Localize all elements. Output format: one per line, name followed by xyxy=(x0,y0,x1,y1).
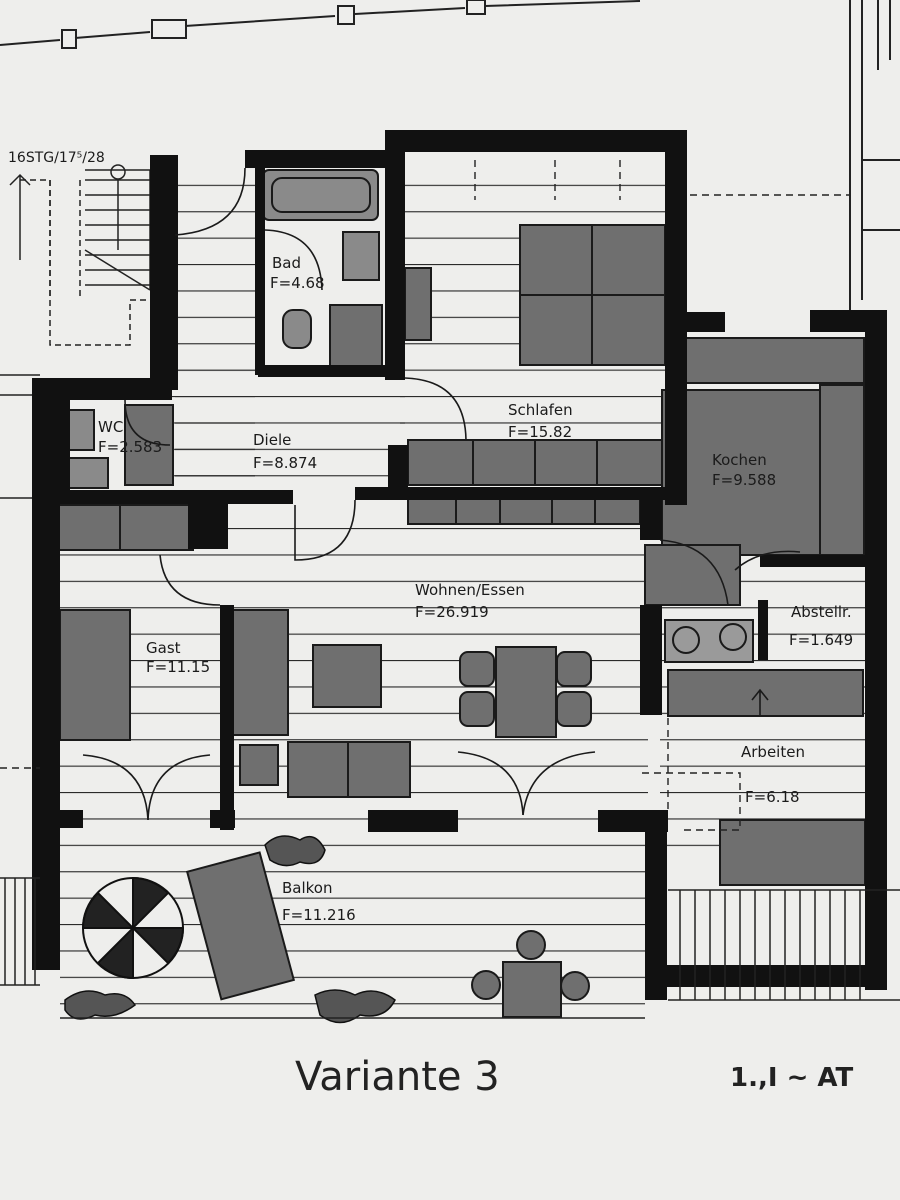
room-area-wc: F=2.583 xyxy=(98,438,162,456)
staircase xyxy=(0,164,170,499)
room-name-wohnen: Wohnen/Essen xyxy=(415,581,525,599)
plants xyxy=(64,835,396,1024)
room-area-wohnen: F=26.919 xyxy=(415,603,489,621)
furniture xyxy=(54,169,866,1018)
room-name-arbeiten: Arbeiten xyxy=(741,743,805,761)
room-name-gast: Gast xyxy=(146,639,181,657)
corner-text: 1.,I ~ AT xyxy=(730,1063,854,1093)
dashed-lines xyxy=(0,160,850,831)
wc-toilet xyxy=(65,409,95,451)
room-area-arbeiten: F=6.18 xyxy=(745,788,800,806)
wardrobe xyxy=(407,439,667,486)
room-name-diele: Diele xyxy=(253,431,291,449)
room-area-abstell: F=1.649 xyxy=(789,631,853,649)
work-desk xyxy=(667,669,864,717)
balcony-railing xyxy=(0,877,900,1019)
sink-block xyxy=(664,619,754,663)
kitchen-lower xyxy=(644,544,741,606)
room-name-abstell: Abstellr. xyxy=(791,603,852,621)
sun-lounger xyxy=(185,851,296,1001)
room-name-bad: Bad xyxy=(272,254,301,272)
room-name-schlafen: Schlafen xyxy=(508,401,573,419)
sofa-left xyxy=(232,609,289,736)
dining-table xyxy=(495,646,557,738)
walls xyxy=(32,130,887,1000)
balcony-table xyxy=(502,961,562,1018)
room-area-balkon: F=11.216 xyxy=(282,906,356,924)
door-swings xyxy=(82,167,801,821)
hall-cabinet xyxy=(54,504,194,551)
kitchen-counter-right xyxy=(819,384,865,556)
room-name-balkon: Balkon xyxy=(282,879,333,897)
bath-counter xyxy=(329,304,383,368)
kitchen-counter-top xyxy=(685,337,865,384)
coffee-table xyxy=(312,644,382,708)
room-area-schlafen: F=15.82 xyxy=(508,423,572,441)
room-name-wc: WC xyxy=(98,418,123,436)
plan-title: Variante 3 xyxy=(295,1054,500,1100)
toilet xyxy=(282,309,312,349)
bath-sink xyxy=(342,231,380,281)
room-name-kochen: Kochen xyxy=(712,451,767,469)
labels: 16STG/17⁵/28 Bad F=4.68 WC F=2.583 Diele… xyxy=(8,150,854,1100)
room-area-gast: F=11.15 xyxy=(146,658,210,676)
room-area-diele: F=8.874 xyxy=(253,454,317,472)
stair-note: 16STG/17⁵/28 xyxy=(8,150,105,166)
workroom-bed xyxy=(719,819,866,886)
room-area-kochen: F=9.588 xyxy=(712,471,776,489)
guest-bed xyxy=(59,609,131,741)
top-exterior-outline xyxy=(0,0,900,310)
parasol xyxy=(81,876,185,980)
armchair xyxy=(239,744,279,786)
wc-sink xyxy=(67,457,109,489)
room-area-bad: F=4.68 xyxy=(270,274,325,292)
